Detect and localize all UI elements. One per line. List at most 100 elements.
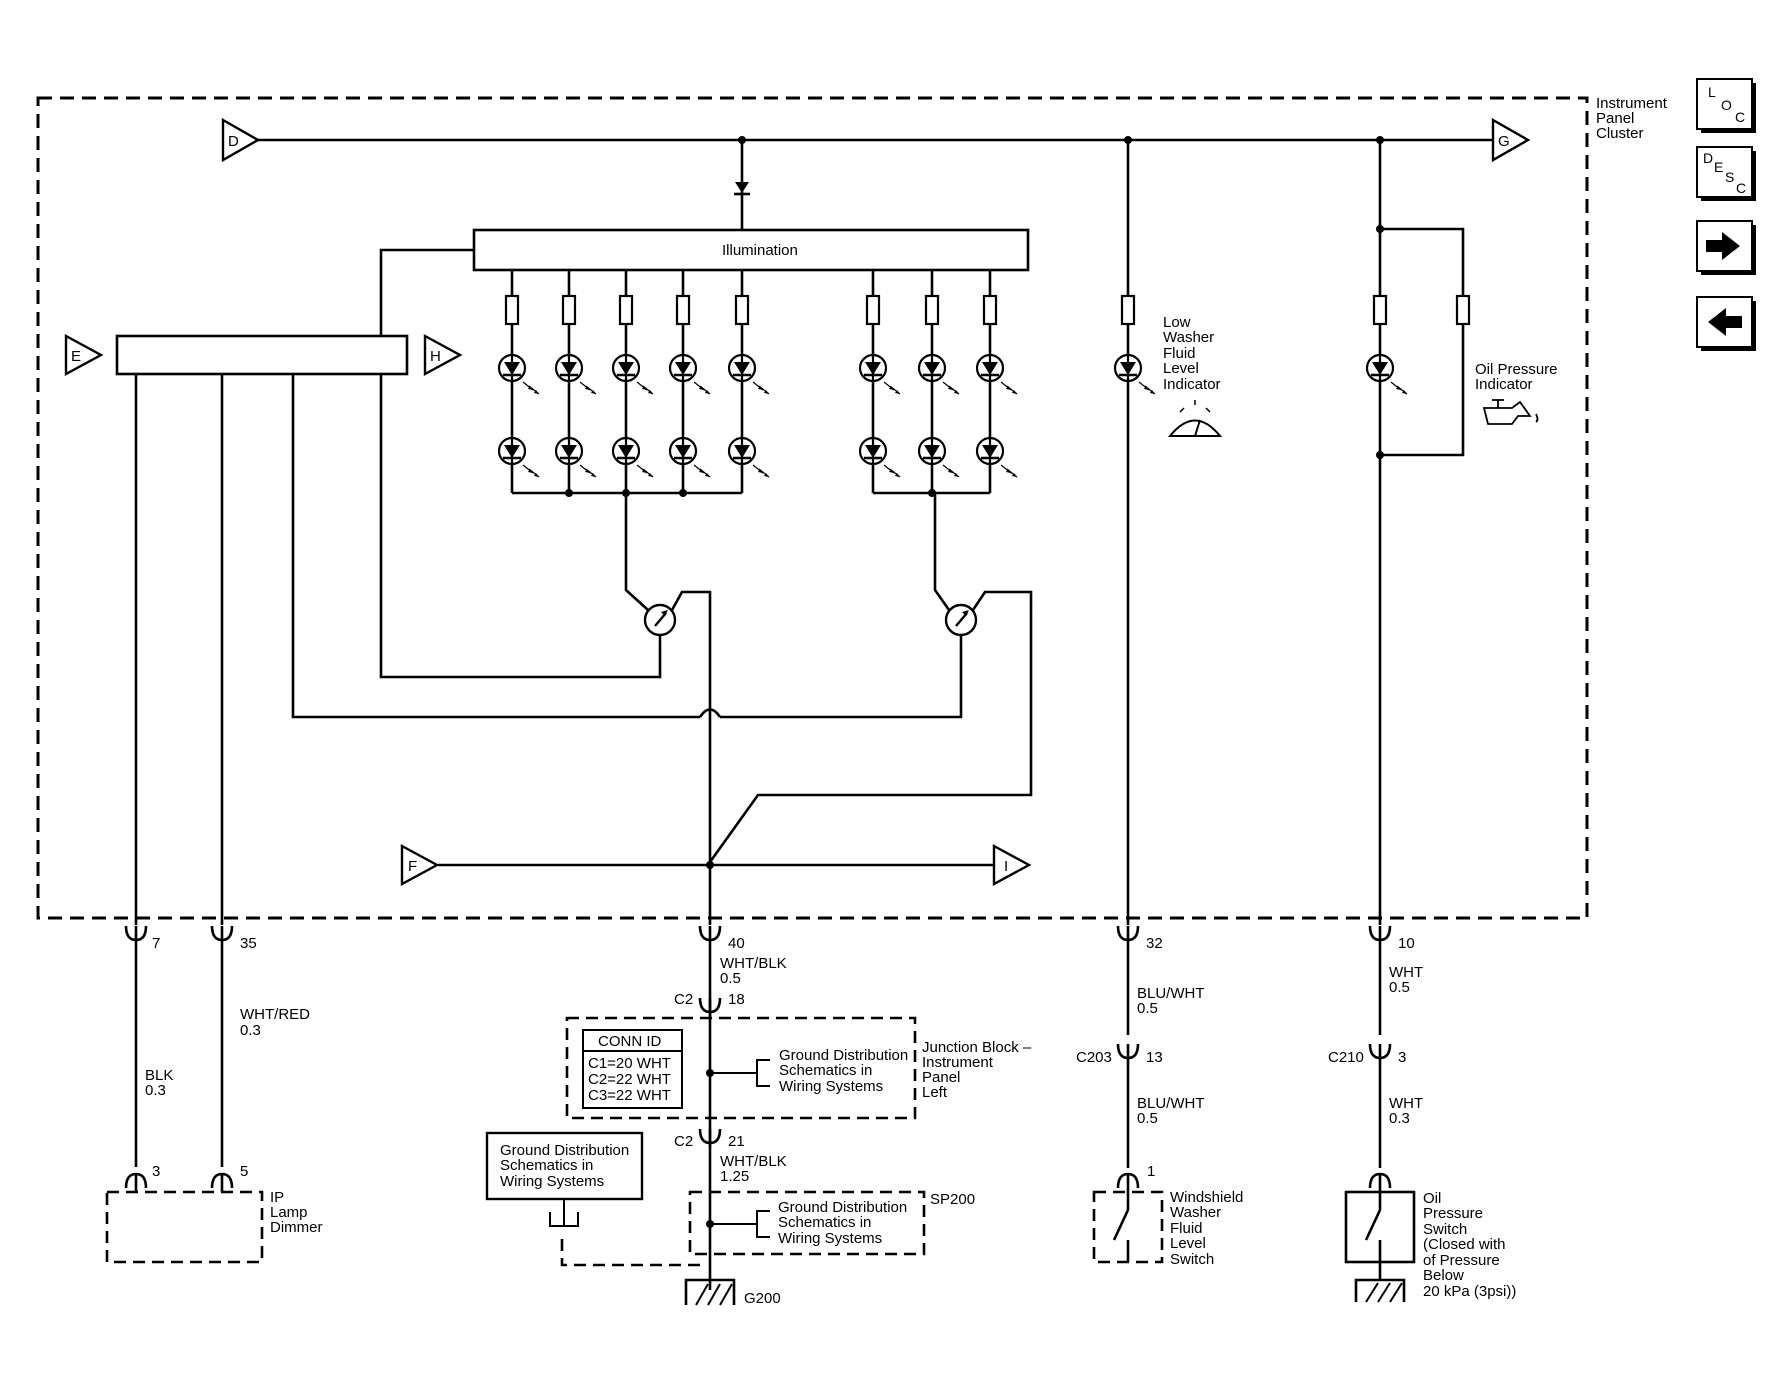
connector-f: F [400,843,440,887]
illumination-led-column [727,270,771,493]
wire-label-wht-bottom: WHT 0.3 [1389,1095,1423,1127]
conn-id-row-3: C3=22 WHT [588,1087,671,1104]
svg-text:0.3: 0.3 [240,1022,261,1039]
led-icon [917,353,961,396]
c2-pin-18-label: 18 [728,991,745,1008]
svg-text:Below: Below [1423,1267,1464,1284]
c2-pin-21-label: 21 [728,1133,745,1150]
c2-bottom-label: C2 [674,1133,693,1150]
low-washer-led-icon [1113,353,1157,396]
desc-button[interactable]: D E S C [1696,146,1756,201]
pin-label-7: 7 [152,935,160,952]
ground-distribution-ref-1[interactable]: Ground Distribution Schematics in Wiring… [779,1047,908,1095]
svg-text:Wiring Systems: Wiring Systems [778,1230,882,1247]
led-icon [975,436,1019,479]
illumination-led-array [497,270,1019,497]
svg-text:Schematics in: Schematics in [779,1062,872,1079]
svg-text:Switch: Switch [1423,1221,1467,1238]
led-icon [497,436,541,479]
svg-text:Indicator: Indicator [1163,376,1221,393]
pin-label-5: 5 [240,1163,248,1180]
oil-pressure-indicator-label: Oil Pressure Indicator [1475,361,1558,393]
c2-pin-18 [698,996,722,1018]
svg-text:20 kPa (3psi)): 20 kPa (3psi)) [1423,1283,1516,1300]
connector-i: I [992,843,1032,887]
svg-text:Left: Left [922,1084,948,1101]
c203-pin-13-label: 13 [1146,1049,1163,1066]
illumination-led-column [497,270,541,493]
pin-35 [210,924,234,946]
svg-text:WHT: WHT [1389,964,1423,981]
svg-text:Fluid: Fluid [1163,345,1196,362]
connector-h: H [423,333,463,377]
loc-button[interactable]: L O C [1696,78,1756,133]
svg-text:Ground Distribution: Ground Distribution [778,1199,907,1216]
svg-text:(Closed with: (Closed with [1423,1236,1506,1253]
wire-label-blu-wht-top: BLU/WHT 0.5 [1137,985,1205,1017]
desc-label-s: S [1725,169,1734,185]
svg-text:Level: Level [1170,1235,1206,1252]
illumination-led-column [611,270,655,497]
arrow-left-icon [1708,308,1742,336]
pin-label-3: 3 [152,1163,160,1180]
ground-distribution-ref-2-label: Ground Distribution Schematics in Wiring… [500,1142,629,1190]
svg-text:Oil: Oil [1423,1190,1441,1207]
loc-label-l: L [1708,84,1716,100]
ground-distribution-ref-3[interactable]: Ground Distribution Schematics in Wiring… [778,1199,907,1247]
oil-pressure-led-icon [1365,353,1409,396]
pin-40 [698,924,722,946]
wire-label-wht-red: WHT/RED 0.3 [240,1006,310,1039]
svg-text:Wiring Systems: Wiring Systems [779,1078,883,1095]
led-icon [497,353,541,396]
windshield-washer-icon [1167,400,1223,437]
svg-text:Switch: Switch [1170,1251,1214,1268]
svg-text:BLK: BLK [145,1067,173,1084]
prev-page-button[interactable] [1696,296,1756,351]
transistor-left [643,603,677,637]
desc-label-e: E [1714,159,1723,175]
dimmer-interface-bar [115,334,409,376]
led-icon [727,353,771,396]
oil-switch-ground-icon [1354,1278,1406,1303]
next-page-button[interactable] [1696,220,1756,275]
sp200-box [688,1190,926,1256]
svg-text:I: I [1004,858,1008,875]
g200-label: G200 [744,1290,781,1307]
ground-distribution-ref-2[interactable] [485,1131,644,1201]
pin-10 [1368,924,1392,946]
conn-id-row-1: C1=20 WHT [588,1055,671,1072]
svg-text:0.5: 0.5 [1137,1000,1158,1017]
pin-32 [1116,924,1140,946]
svg-text:1.25: 1.25 [720,1168,749,1185]
svg-text:WHT: WHT [1389,1095,1423,1112]
washer-switch-pin-label: 1 [1147,1163,1155,1180]
svg-text:Pressure: Pressure [1423,1205,1483,1222]
led-icon [611,436,655,479]
junction-block-box [565,1016,917,1120]
ground-g200-icon [684,1278,736,1306]
c210-pin-3 [1368,1042,1392,1064]
svg-text:Panel: Panel [1596,110,1634,127]
c203-pin-13 [1116,1042,1140,1064]
c203-label: C203 [1076,1049,1112,1066]
oil-pressure-switch-label: Oil Pressure Switch (Closed with of Pres… [1423,1190,1516,1300]
led-icon [975,353,1019,396]
svg-text:Washer: Washer [1170,1204,1221,1221]
svg-text:G: G [1498,133,1510,150]
led-icon [668,436,712,479]
svg-text:Junction Block –: Junction Block – [922,1039,1032,1056]
led-icon [611,353,655,396]
led-icon [727,436,771,479]
oil-pressure-switch-contact [1364,1174,1382,1280]
led-icon [917,436,961,479]
svg-text:WHT/BLK: WHT/BLK [720,955,787,972]
pin-label-10: 10 [1398,935,1415,952]
led-icon [858,436,902,479]
illumination-led-column [668,270,712,497]
led-icon [858,353,902,396]
svg-text:Instrument: Instrument [1596,95,1668,112]
svg-text:BLU/WHT: BLU/WHT [1137,1095,1205,1112]
ip-lamp-dimmer-box [105,1190,264,1264]
connector-g: G [1491,117,1531,163]
